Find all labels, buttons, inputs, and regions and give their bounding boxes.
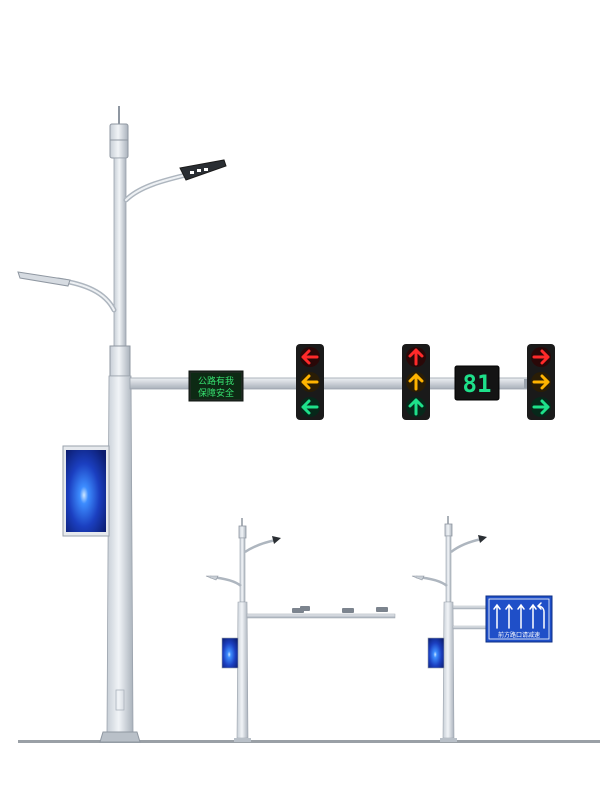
led-screen [62,445,110,537]
right-arrow-icon [532,349,550,365]
up-arrow-icon [408,373,424,391]
top-module [109,123,129,159]
camera-arm [246,613,396,619]
ground-line [18,740,600,743]
lamp-arm-right [123,171,193,203]
pole-collar [109,345,131,377]
lane-sign-line1: 公路有我 [198,375,234,387]
left-arrow-icon [301,374,319,390]
lane-sign: 公路有我 保障安全 [188,370,244,402]
left-arrow-icon [301,399,319,415]
up-arrow-icon [493,602,545,629]
signal-head-left-turn [296,344,324,420]
countdown-digits: 81 [463,370,492,398]
right-arrow-icon [532,374,550,390]
lane-sign-line2: 保障安全 [198,387,234,399]
guide-sign: 前方路口请减速 [485,595,553,643]
signal-head-right-turn [527,344,555,420]
main-pole: 公路有我 保障安全 81 [17,106,555,743]
upper-shaft [113,157,127,349]
pole-base [99,731,141,743]
small-led-screen-right [427,637,445,669]
camera-icon [292,606,388,613]
lamp-head-right [179,159,227,181]
small-led-screen-center [221,637,239,669]
countdown-display: 81 [454,365,500,401]
left-arrow-icon [301,349,319,365]
lamp-head-left [17,271,71,287]
lower-shaft [106,375,134,733]
small-pole-right: 前方路口请减速 [411,516,553,742]
guide-sign-caption: 前方路口请减速 [498,631,540,639]
small-pole-center [205,518,396,742]
up-arrow-icon [408,398,424,416]
lamp-leds-right [190,168,208,174]
right-arrow-icon [532,399,550,415]
up-arrow-icon [408,348,424,366]
signal-head-straight [402,344,430,420]
